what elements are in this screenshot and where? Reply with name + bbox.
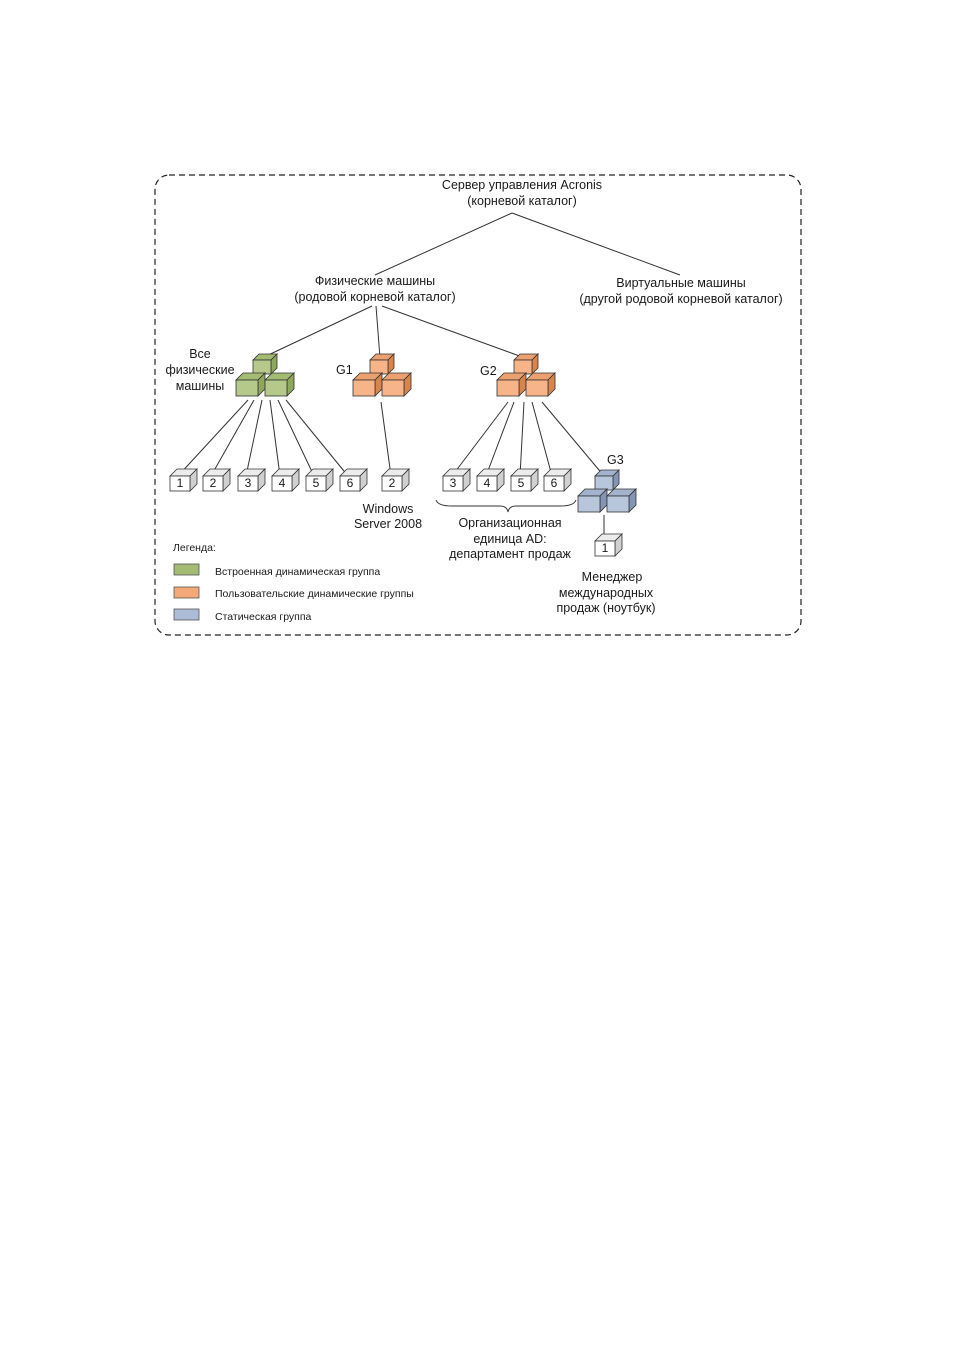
manager-label-line2: международных [559, 586, 654, 600]
edge-physical-g2 [381, 305, 526, 359]
edge-g1-m2 [380, 401, 392, 477]
machine-g3-1: 1 [594, 533, 623, 557]
legend-swatch-static [173, 608, 200, 621]
machine-all-1: 1 [169, 468, 198, 492]
virtual-label-line2: (другой родовой корневой каталог) [579, 292, 782, 306]
machine-all-5: 5 [305, 468, 334, 492]
g2-label: G2 [480, 364, 497, 378]
machine-all-6: 6 [339, 468, 368, 492]
machine-g1-2: 2 [381, 468, 410, 492]
edge-physical-g1 [375, 305, 381, 359]
g3-group-icon-cube-top [594, 469, 620, 491]
machine-g2-3-number: 3 [450, 476, 457, 490]
legend-label-custom: Пользовательские динамические группы [215, 588, 414, 600]
windows-server-label-line1: Windows [363, 502, 414, 516]
edge-g2-m5 [519, 401, 525, 477]
machine-g2-3: 3 [442, 468, 471, 492]
machine-all-4-number: 4 [279, 476, 286, 490]
machine-g2-4: 4 [476, 468, 505, 492]
windows-server-label-line2: Server 2008 [354, 517, 422, 531]
g3-group-icon [577, 469, 637, 513]
legend-label-builtin: Встроенная динамическая группа [215, 566, 380, 578]
edge-all-m6 [285, 399, 349, 477]
root-label-line2: (корневой каталог) [467, 194, 577, 208]
edge-g2-m3 [451, 401, 509, 477]
machine-all-3-number: 3 [245, 476, 252, 490]
edge-all-m1 [177, 399, 249, 477]
g2-group-icon-cube-left [496, 372, 527, 397]
manager-label-line3: продаж (ноутбук) [556, 601, 655, 615]
machine-all-2: 2 [202, 468, 231, 492]
machine-g2-5: 5 [510, 468, 539, 492]
machine-g2-4-number: 4 [484, 476, 491, 490]
edge-g2-m4 [485, 401, 515, 477]
ad-unit-label-line3: департамент продаж [449, 547, 571, 561]
machine-all-3: 3 [237, 468, 266, 492]
edge-physical-all [261, 305, 373, 359]
physical-label-line1: Физические машины [315, 274, 435, 288]
all-physical-label-line3: машины [176, 379, 224, 393]
machine-all-5-number: 5 [313, 476, 320, 490]
virtual-label-line1: Виртуальные машины [616, 276, 746, 290]
g3-group-icon-cube-left [577, 488, 608, 513]
all-physical-group-icon-cube-left [235, 372, 266, 397]
connectors [177, 212, 681, 540]
machine-boxes: 1 2 3 4 5 6 2 3 4 5 6 1 [169, 468, 623, 557]
g3-label: G3 [607, 453, 624, 467]
group-clusters [235, 353, 637, 513]
machine-g3-1-number: 1 [602, 541, 609, 555]
physical-label-line2: (родовой корневой каталог) [294, 290, 455, 304]
ad-unit-brace [435, 499, 577, 513]
diagram-frame [154, 174, 802, 636]
machine-all-1-number: 1 [177, 476, 184, 490]
edge-all-m4 [269, 399, 281, 477]
g2-group-icon-cube-top [513, 353, 539, 375]
machine-all-2-number: 2 [210, 476, 217, 490]
legend-swatch-custom [173, 586, 200, 599]
g1-group-icon-cube-right [381, 372, 412, 397]
legend-swatch-builtin [173, 563, 200, 576]
g3-group-icon-cube-right [606, 488, 637, 513]
all-physical-group-icon-cube-top [252, 353, 278, 375]
edge-all-m2 [210, 399, 255, 477]
g1-group-icon-cube-top [369, 353, 395, 375]
machine-g2-5-number: 5 [518, 476, 525, 490]
g2-group-icon [496, 353, 556, 397]
root-label-line1: Сервер управления Acronis [442, 178, 602, 192]
machine-g2-6: 6 [543, 468, 572, 492]
g1-label: G1 [336, 363, 353, 377]
machine-g1-2-number: 2 [389, 476, 396, 490]
all-physical-group-icon-cube-right [264, 372, 295, 397]
ad-unit-label-line2: единица AD: [473, 532, 546, 546]
machine-all-4: 4 [271, 468, 300, 492]
manager-label-line1: Менеджер [582, 570, 643, 584]
machine-g2-6-number: 6 [551, 476, 558, 490]
all-physical-label-line2: физические [165, 363, 234, 377]
legend-title: Легенда: [173, 542, 216, 554]
edge-all-m3 [245, 399, 263, 477]
ad-unit-label-line1: Организационная [458, 516, 561, 530]
edge-root-virtual [511, 212, 681, 276]
legend: Легенда: Встроенная динамическая группа … [173, 542, 414, 623]
edge-g2-g3 [541, 401, 605, 477]
g1-group-icon [352, 353, 412, 397]
edge-all-m5 [277, 399, 315, 477]
machine-all-6-number: 6 [347, 476, 354, 490]
edge-root-physical [374, 212, 513, 276]
legend-label-static: Статическая группа [215, 611, 312, 623]
all-physical-label-line1: Все [189, 347, 211, 361]
edge-g2-m6 [531, 401, 553, 477]
all-physical-group-icon [235, 353, 295, 397]
g1-group-icon-cube-left [352, 372, 383, 397]
g2-group-icon-cube-right [525, 372, 556, 397]
